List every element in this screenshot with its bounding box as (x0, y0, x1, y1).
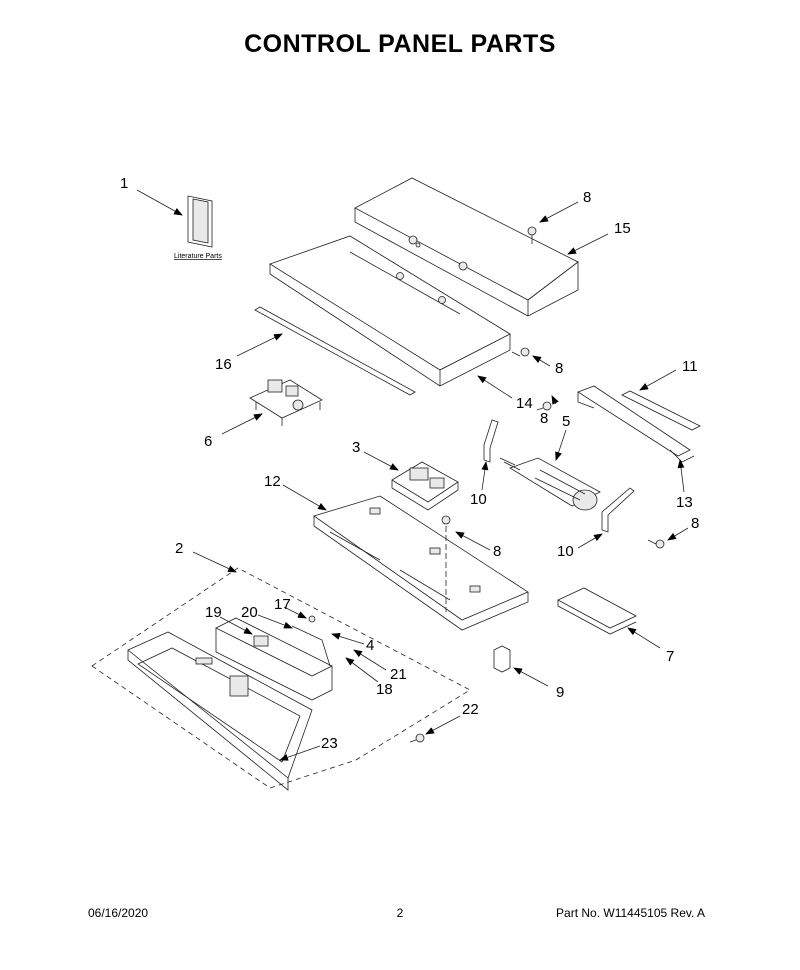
callout-7: 7 (666, 648, 674, 665)
screw-8a (527, 226, 537, 244)
callout-12: 12 (264, 473, 281, 490)
footer-part-number: Part No. W11445105 Rev. A (556, 906, 705, 920)
power-board-part (249, 379, 323, 426)
callout-2: 2 (175, 540, 183, 557)
screw-8e (647, 539, 665, 549)
callout-8-fan-bracket: 8 (540, 410, 548, 427)
callout-8-top: 8 (583, 189, 591, 206)
callout-8-base-plate: 8 (493, 543, 501, 560)
literature-parts-book: Literature Parts (174, 195, 222, 260)
mounting-clip-part (493, 645, 511, 673)
page-title: CONTROL PANEL PARTS (244, 30, 556, 58)
callout-5: 5 (562, 413, 570, 430)
fan-bracket-left-part (483, 419, 499, 463)
callout-10-right: 10 (557, 543, 574, 560)
callout-6: 6 (204, 433, 212, 450)
front-glass-panel-part (127, 631, 313, 791)
callout-18: 18 (376, 681, 393, 698)
control-board-part (391, 461, 459, 511)
access-cover-part (557, 587, 637, 635)
screw-17 (308, 615, 316, 623)
callout-21: 21 (390, 666, 407, 683)
callout-23: 23 (321, 735, 338, 752)
callout-16: 16 (215, 356, 232, 373)
callout-4: 4 (366, 637, 374, 654)
callout-11: 11 (682, 358, 698, 375)
callout-1: 1 (120, 175, 128, 192)
trim-strip-part (621, 390, 701, 431)
gasket-strip-part (254, 306, 416, 396)
screw-22 (409, 733, 425, 743)
screw-8c (536, 401, 552, 411)
screw-8b (511, 347, 530, 357)
callout-19: 19 (205, 604, 222, 621)
callout-13: 13 (676, 494, 693, 511)
callout-22: 22 (462, 701, 479, 718)
footer-page-number: 2 (396, 906, 404, 920)
callout-17: 17 (274, 596, 291, 613)
front-cover-part (269, 235, 511, 387)
literature-parts-label: Literature Parts (174, 253, 222, 260)
control-panel-assembly-group (91, 567, 471, 789)
screw-8d (441, 515, 451, 612)
callout-15: 15 (614, 220, 631, 237)
base-plate-part (313, 495, 529, 631)
top-cover-part (354, 177, 579, 317)
callout-14: 14 (516, 395, 533, 412)
callout-8-front-cover: 8 (555, 360, 563, 377)
callout-3: 3 (352, 439, 360, 456)
callout-9: 9 (556, 684, 564, 701)
callout-20: 20 (241, 604, 258, 621)
rail-bracket-part (577, 385, 695, 463)
leader-lines (136, 189, 689, 761)
callout-8-right: 8 (691, 515, 699, 532)
cooling-fan-part (499, 457, 601, 511)
callout-10-left: 10 (470, 491, 487, 508)
footer-date: 06/16/2020 (88, 906, 149, 920)
fan-bracket-right-part (601, 487, 635, 533)
